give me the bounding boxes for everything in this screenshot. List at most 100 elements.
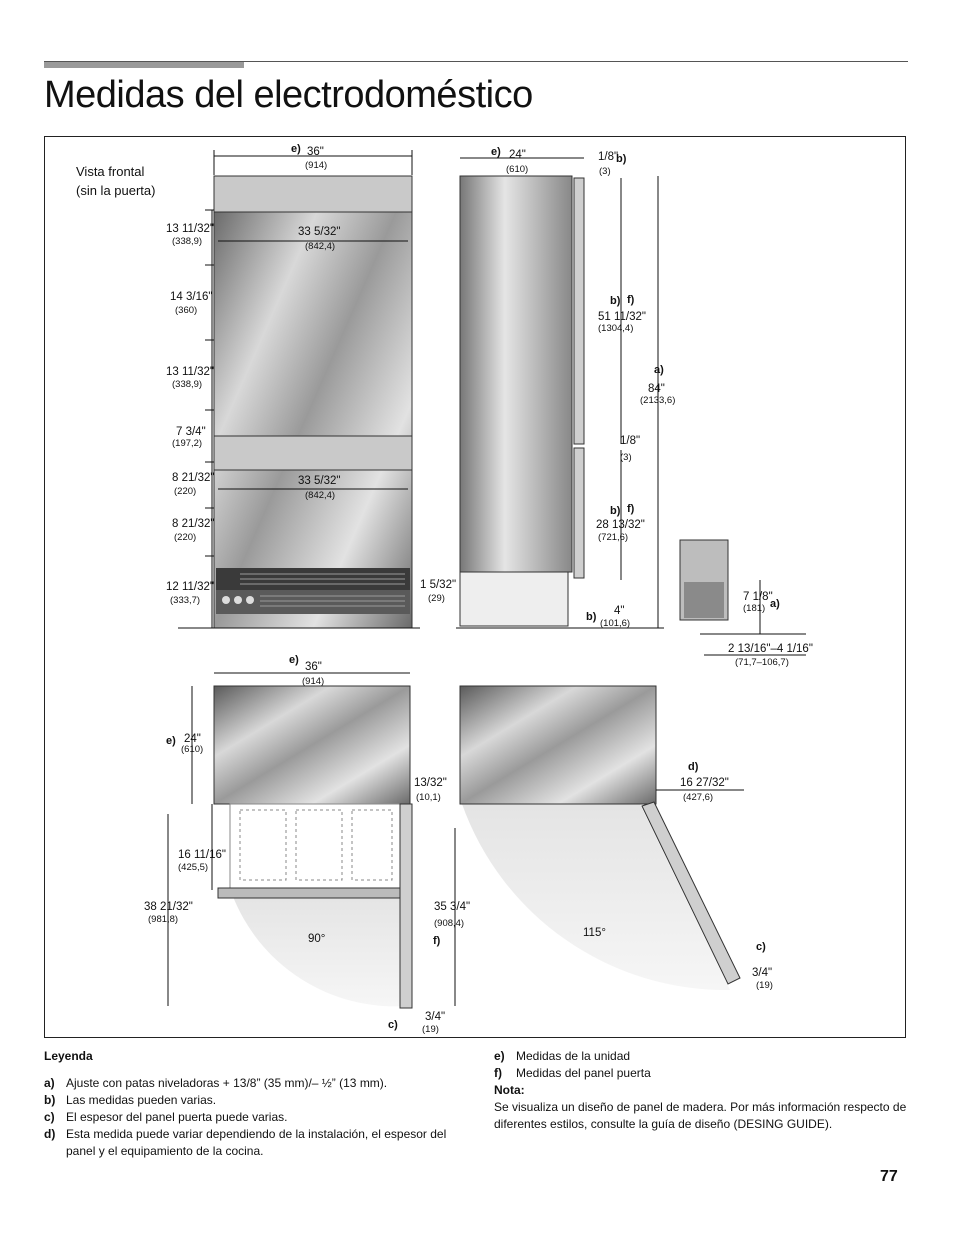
front-width-in: 36": [307, 146, 324, 158]
top90-depth-mm: (610): [181, 744, 203, 755]
side-lower-mm: (721,6): [598, 532, 628, 543]
side-lower-in: 28 13/32": [596, 519, 645, 531]
side-depth-mm: (610): [506, 164, 528, 175]
front-dim-4-mm: (197,2): [172, 438, 202, 449]
top90-depth-label: e): [166, 735, 176, 747]
top115-d-in: 16 27/32": [680, 777, 729, 789]
side-top-gap-in: 1/8": [598, 151, 618, 163]
front-view: e) 36" (914) 33 5/32" (842,4) 33 5/32" (…: [166, 143, 420, 629]
front-dim-1-mm: (338,9): [172, 236, 202, 247]
knob-icon: [234, 596, 242, 604]
top115-c-in: 3/4": [752, 967, 772, 979]
leg-range-in: 2 13/16"–4 1/16": [728, 643, 813, 655]
leg-mm: (181): [743, 603, 765, 614]
side-view: e) 24" (610) 1/8" b) (3) b) f) 51 11/32"…: [420, 146, 675, 629]
front-inner2-in: 33 5/32": [298, 475, 340, 487]
side-upper-door-panel: [573, 177, 585, 445]
legend-item: b)Las medidas pueden varias.: [44, 1093, 217, 1107]
top115-d-label: d): [688, 761, 699, 773]
top90-door-mm: (908,4): [434, 918, 464, 929]
top-view-115: d) 16 27/32" (427,6) 115° c) 3/4" (19): [459, 685, 773, 991]
side-height-label: a): [654, 364, 664, 376]
side-upper-label: b): [610, 295, 621, 307]
front-dim-6-in: 8 21/32": [172, 518, 214, 530]
legend-item: e)Medidas de la unidad: [494, 1049, 631, 1063]
front-view-caption-line1: Vista frontal: [76, 164, 145, 179]
header-rule: [44, 61, 908, 62]
top115-door-panel: [641, 801, 741, 985]
leveling-leg-detail: 7 1/8" a) (181) 2 13/16"–4 1/16" (71,7–1…: [679, 539, 813, 668]
top90-angle: 90°: [308, 933, 325, 945]
front-width-mm: (914): [305, 160, 327, 171]
top90-thick-in: 3/4": [425, 1011, 445, 1023]
front-view-caption-line2: (sin la puerta): [76, 183, 156, 198]
side-lower-door-panel: [573, 447, 585, 579]
top90-width-label: e): [289, 654, 299, 666]
legend-item: f)Medidas del panel puerta: [494, 1066, 651, 1080]
legend-item: c)El espesor del panel puerta puede vari…: [44, 1110, 288, 1124]
legend-item: d)Esta medida puede variar dependiendo d…: [44, 1127, 447, 1158]
top90-door-panel: [399, 803, 413, 1009]
top90-thick-mm: (19): [422, 1024, 439, 1035]
front-dim-4-in: 7 3/4": [176, 426, 206, 438]
side-base-mm: (101,6): [600, 618, 630, 629]
leg-range-mm: (71,7–106,7): [735, 657, 789, 668]
top115-c-label: c): [756, 941, 766, 953]
top90-thick-label: c): [388, 1019, 398, 1031]
knob-icon: [222, 596, 230, 604]
side-base: [459, 571, 569, 627]
side-upper-label2: f): [627, 294, 635, 306]
top90-depth-in: 24": [184, 733, 201, 745]
door-swing-90-area: [232, 894, 406, 1007]
side-lower-label2: f): [627, 503, 635, 515]
top115-c-mm: (19): [756, 980, 773, 991]
front-dim-2-mm: (360): [175, 305, 197, 316]
top90-d1-in: 16 11/16": [178, 849, 226, 861]
top90-shelf: [217, 887, 405, 899]
top90-width-mm: (914): [302, 676, 324, 687]
side-upper-mm: (1304,4): [598, 323, 633, 334]
front-dim-6-mm: (220): [174, 532, 196, 543]
legend-right: e)Medidas de la unidad f)Medidas del pan…: [494, 1048, 914, 1133]
page-number: 77: [880, 1168, 898, 1185]
side-depth-label: e): [491, 146, 501, 158]
top115-angle: 115°: [583, 927, 606, 939]
side-recess-mm: (29): [428, 593, 445, 604]
side-recess-in: 1 5/32": [420, 579, 456, 591]
top90-door-in: 35 3/4": [434, 901, 470, 913]
side-base-in: 4": [614, 605, 624, 617]
front-width-label: e): [291, 143, 301, 155]
side-height-mm: (2133,6): [640, 395, 675, 406]
front-top-rail: [213, 175, 413, 213]
side-lower-label: b): [610, 505, 621, 517]
top90-d2-in: 38 21/32": [144, 901, 193, 913]
legend-heading: Leyenda: [44, 1049, 93, 1063]
side-mid-gap-mm: (3): [620, 452, 632, 463]
front-dim-1-in: 13 11/32": [166, 223, 214, 235]
legend: Leyenda a)Ajuste con patas niveladoras +…: [44, 1048, 464, 1160]
note-text: Se visualiza un diseño de panel de mader…: [494, 1100, 907, 1131]
top115-cabinet: [459, 685, 657, 805]
top90-door-label: f): [433, 935, 441, 947]
front-dim-7-in: 12 11/32": [166, 581, 214, 593]
side-upper-in: 51 11/32": [598, 311, 646, 323]
front-inner1-in: 33 5/32": [298, 226, 340, 238]
front-inner2-mm: (842,4): [305, 490, 335, 501]
leg-label: a): [770, 598, 780, 610]
front-dim-5-in: 8 21/32": [172, 472, 214, 484]
side-depth-in: 24": [509, 149, 526, 161]
top90-cabinet: [213, 685, 411, 805]
side-top-gap-label: b): [616, 153, 627, 165]
front-dim-3-mm: (338,9): [172, 379, 202, 390]
top90-interior-grid: [239, 809, 393, 881]
diagram-frame: [44, 136, 906, 1038]
front-inner1-mm: (842,4): [305, 241, 335, 252]
top90-gap-mm: (10,1): [416, 792, 441, 803]
front-dim-5-mm: (220): [174, 486, 196, 497]
top90-d2-mm: (981,8): [148, 914, 178, 925]
side-cabinet: [459, 175, 573, 573]
side-mid-gap-in: 1/8": [620, 435, 640, 447]
front-mid-rail: [213, 435, 413, 471]
leg-detail-foot: [684, 582, 724, 618]
